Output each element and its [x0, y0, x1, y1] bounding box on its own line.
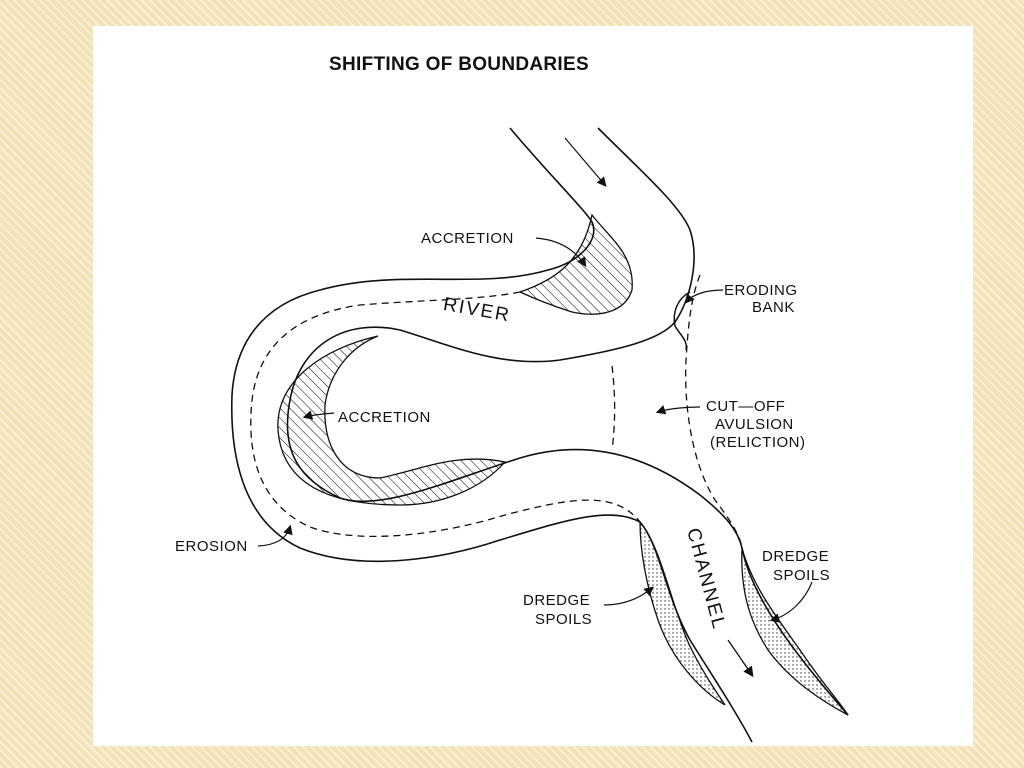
- accretion-area-top: [518, 213, 633, 315]
- label-dredge-right-line2: SPOILS: [773, 567, 830, 584]
- eroding-bank-notch: [673, 291, 691, 351]
- label-dredge-right-line1: DREDGE: [762, 548, 829, 565]
- label-cutoff-line2: AVULSION: [715, 416, 794, 433]
- former-banks: [250, 274, 743, 549]
- label-river: RIVER: [442, 294, 513, 327]
- label-erosion: EROSION: [175, 538, 248, 555]
- label-eroding-bank-line1: ERODING: [724, 282, 798, 299]
- slide-panel: SHIFTING OF BOUNDARIES: [93, 26, 973, 746]
- flow-arrow-channel: [727, 639, 754, 678]
- boundary-shift-diagram: SHIFTING OF BOUNDARIES: [175, 54, 849, 743]
- river-banks: [230, 127, 849, 743]
- label-cutoff-line1: CUT—OFF: [706, 398, 785, 415]
- diagram-title: SHIFTING OF BOUNDARIES: [329, 54, 589, 75]
- label-channel: CHANNEL: [682, 526, 729, 633]
- leader-lines: [257, 237, 813, 623]
- label-accretion-top: ACCRETION: [421, 230, 514, 247]
- label-cutoff-line3: (RELICTION): [710, 434, 806, 451]
- label-eroding-bank-line2: BANK: [752, 299, 795, 316]
- label-accretion-mid: ACCRETION: [338, 409, 431, 426]
- label-dredge-left-line2: SPOILS: [535, 611, 592, 628]
- label-dredge-left-line1: DREDGE: [523, 592, 590, 609]
